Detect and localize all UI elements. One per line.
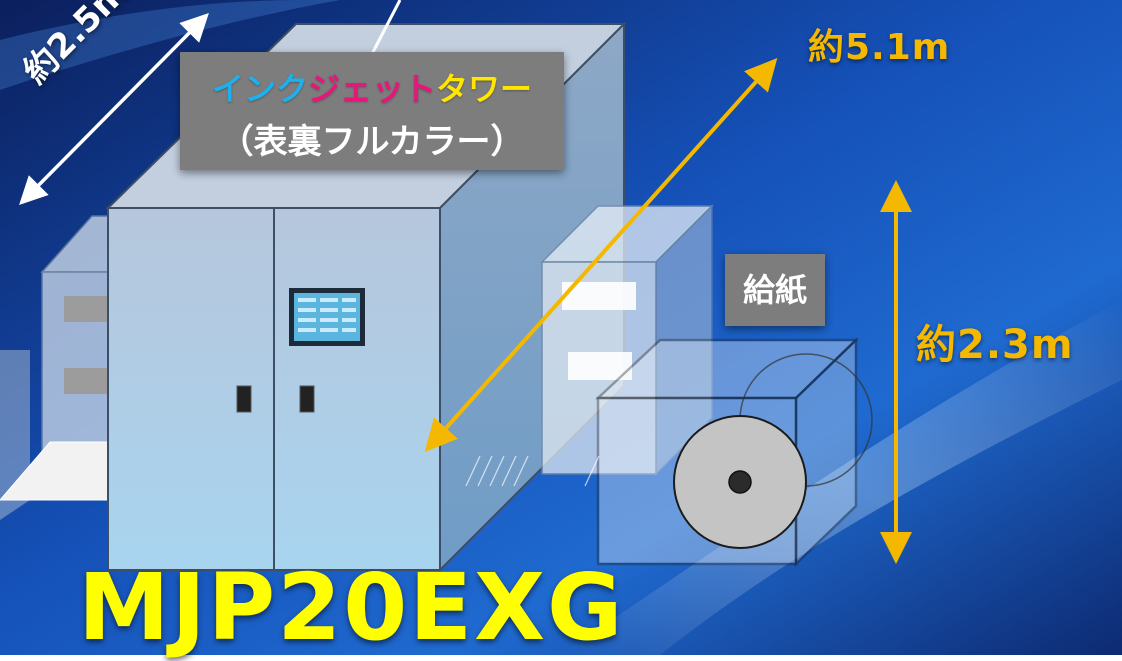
model-name: MJP20EXG — [78, 554, 625, 661]
inkjet-tower-label-box: インクジェットタワー （表裏フルカラー） — [180, 52, 564, 170]
title-segment-jet: ジェット — [307, 70, 436, 108]
title-segment-ink: インク — [211, 70, 308, 108]
width-arrow — [424, 58, 778, 452]
inkjet-tower-subtitle: （表裏フルカラー） — [219, 122, 525, 162]
title-segment-tower: タワー — [436, 70, 533, 108]
background-light-streak — [560, 300, 1122, 655]
paper-feed-label: 給紙 — [725, 254, 825, 326]
paper-roll-core — [728, 470, 752, 494]
depth-arrow — [19, 13, 209, 205]
callout-line — [370, 0, 402, 55]
inkjet-tower-title: インクジェットタワー — [180, 64, 564, 110]
width-dimension-label: 約5.1m — [808, 27, 951, 68]
height-dimension-label: 約2.3m — [916, 322, 1074, 368]
door-handle-left — [236, 385, 252, 413]
door-handle-right — [299, 385, 315, 413]
